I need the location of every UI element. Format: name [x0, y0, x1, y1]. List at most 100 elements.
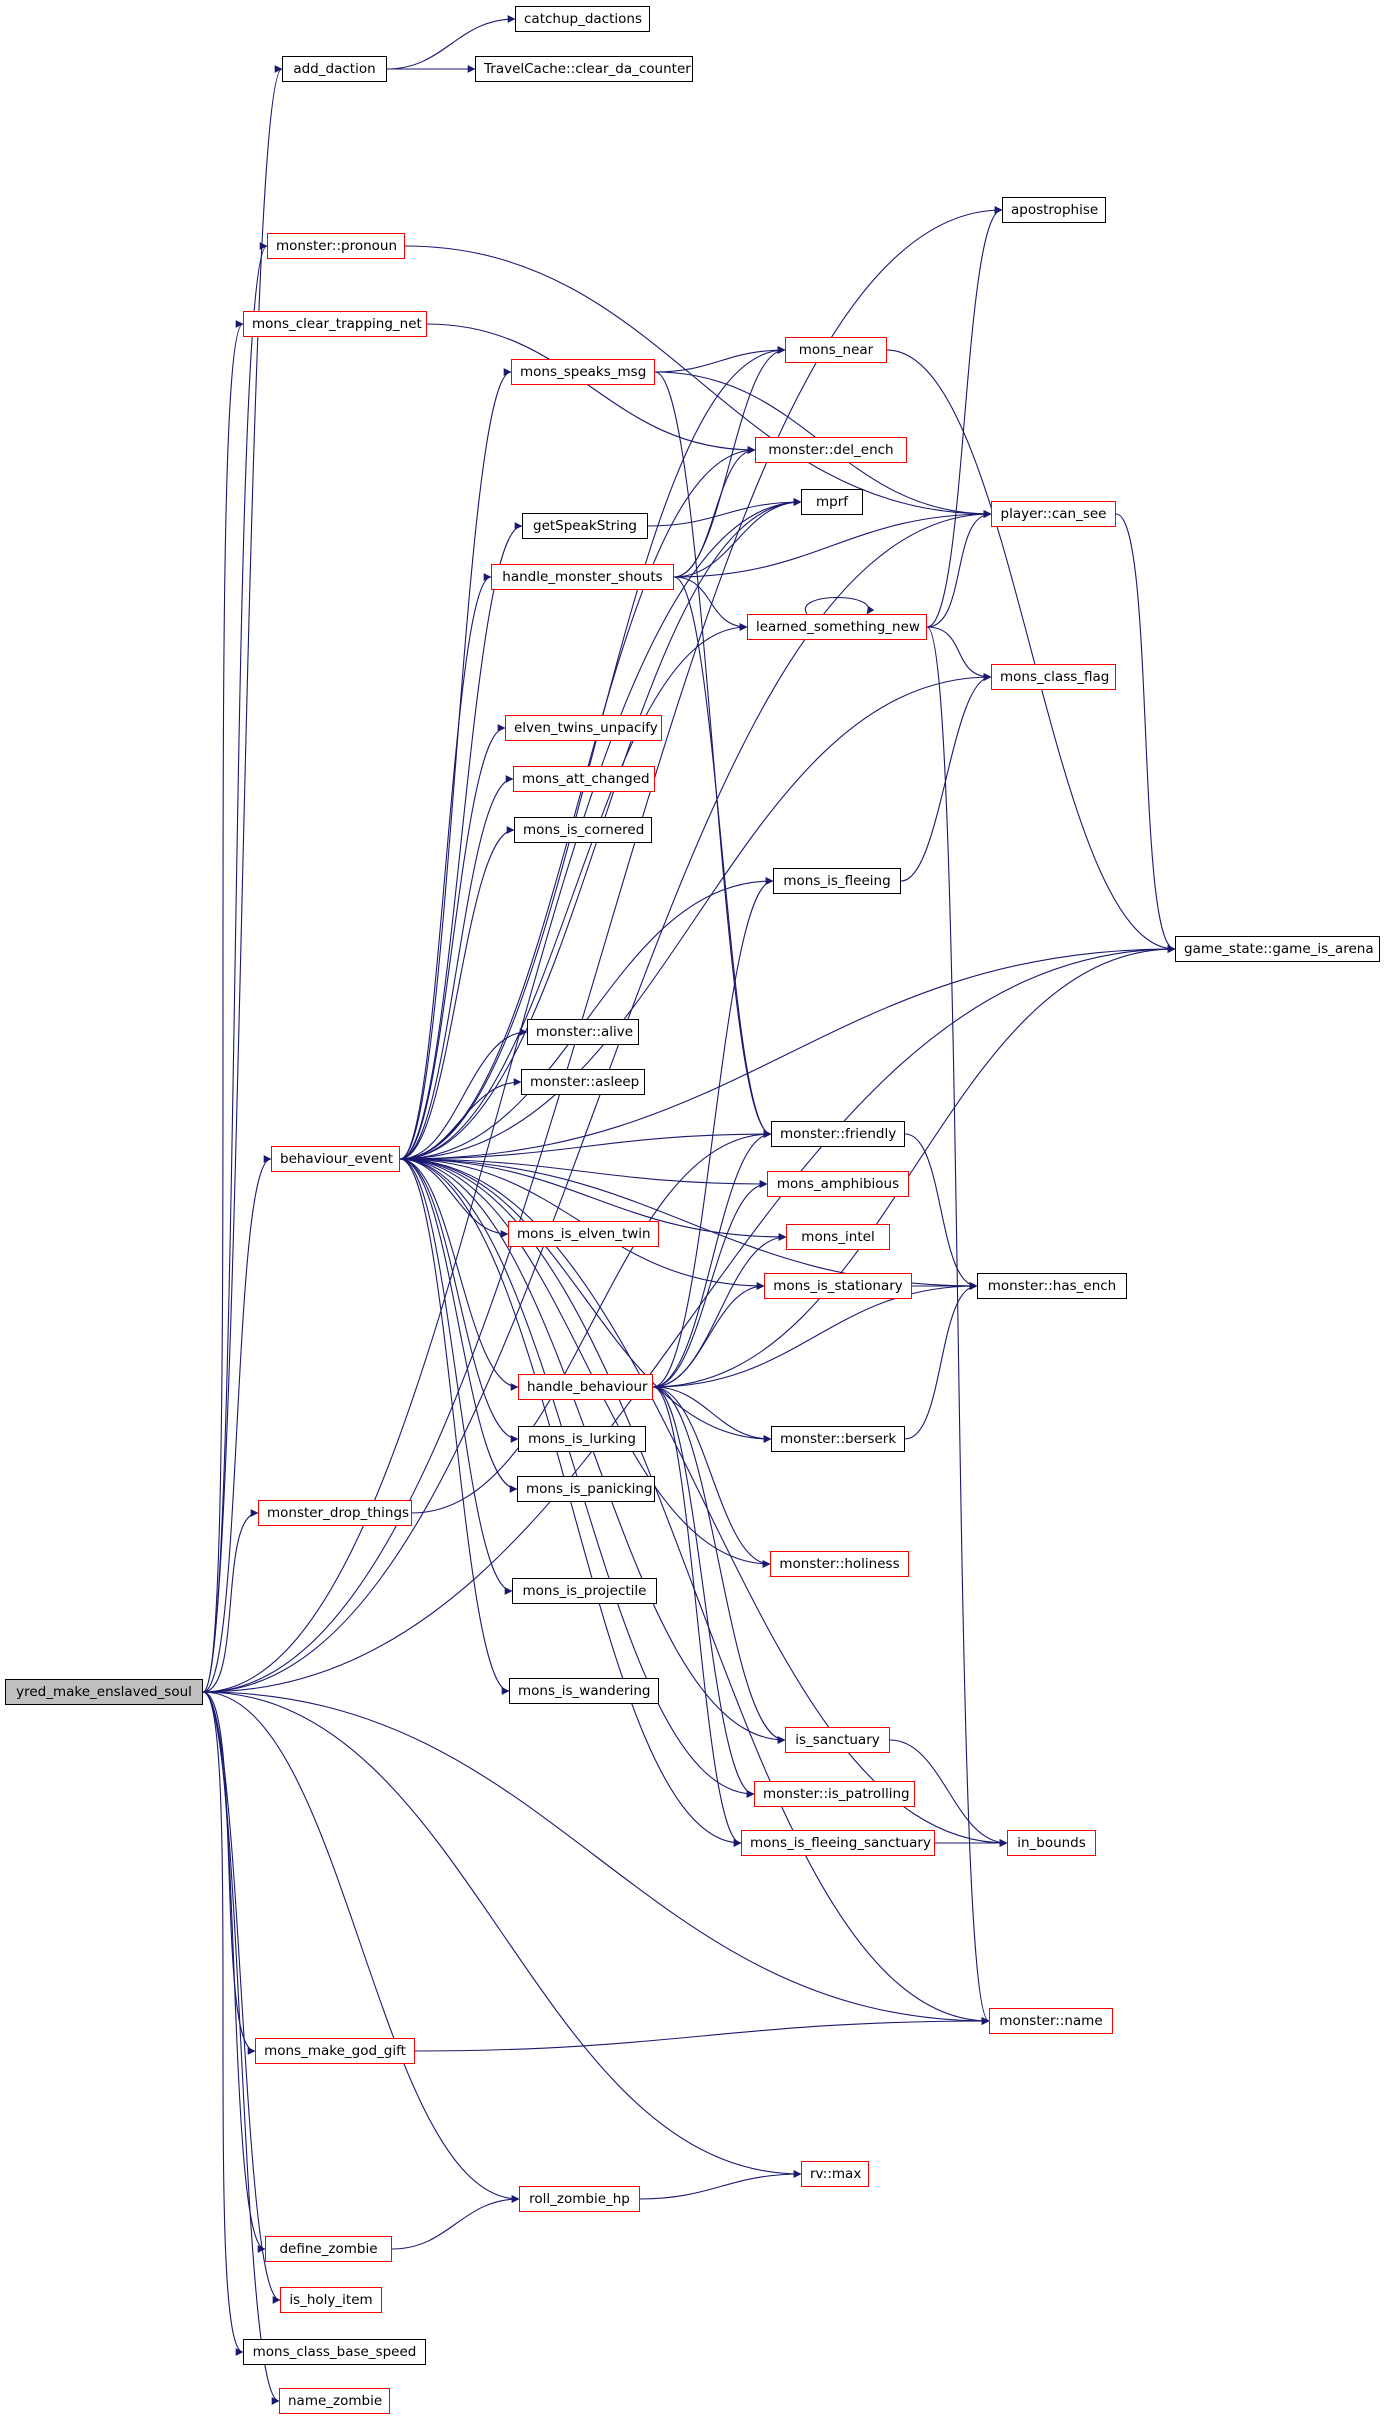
- node-monster-del-ench[interactable]: monster::del_ench: [755, 437, 907, 463]
- edge-behaviour-event-to-alive: [399, 1028, 528, 1160]
- node-monster-friendly[interactable]: monster::friendly: [771, 1121, 905, 1147]
- edge-yred-to-apostrophise: [202, 206, 1003, 1693]
- edge-is-sanctuary-to-in-bounds: [889, 1739, 1008, 1847]
- edge-handle-monster-shouts-to-mprf: [673, 498, 802, 578]
- node-player-can-see[interactable]: player::can_see: [991, 501, 1116, 527]
- node-mons-class-base-speed[interactable]: mons_class_base_speed: [243, 2339, 426, 2365]
- edge-learned-something-new-to-player-can-see: [926, 510, 992, 628]
- edge-behaviour-event-to-game-is-arena: [399, 945, 1176, 1160]
- edge-behaviour-event-to-mons-is-lurking: [399, 1158, 519, 1443]
- edge-handle-behaviour-to-mons-is-fleeing-sanctuary: [652, 1386, 742, 1847]
- edge-behaviour-event-to-mons-speaks-msg: [399, 368, 512, 1160]
- edge-behaviour-event-to-friendly: [399, 1130, 772, 1160]
- edge-yred-to-game-is-arena: [202, 945, 1176, 1693]
- edge-handle-behaviour-to-berserk: [652, 1386, 772, 1443]
- node-name-zombie[interactable]: name_zombie: [279, 2388, 390, 2414]
- node-mons-is-lurking[interactable]: mons_is_lurking: [518, 1426, 646, 1452]
- edge-behaviour-event-to-mons-amphibious: [399, 1158, 768, 1188]
- edge-learned-something-new-to-learned-something-new: [804, 596, 875, 615]
- node-catchup-dactions[interactable]: catchup_dactions: [515, 6, 650, 32]
- node-mons-is-wandering[interactable]: mons_is_wandering: [509, 1678, 659, 1704]
- node-monster-alive[interactable]: monster::alive: [527, 1019, 639, 1045]
- node-getspeakstring[interactable]: getSpeakString: [522, 513, 648, 539]
- node-mons-make-god-gift[interactable]: mons_make_god_gift: [255, 2038, 415, 2064]
- node-mons-att-changed[interactable]: mons_att_changed: [513, 766, 655, 792]
- edge-learned-something-new-to-mons-class-flag: [926, 626, 992, 681]
- edge-behaviour-event-to-getspeakstring: [399, 522, 523, 1160]
- node-monster-holiness[interactable]: monster::holiness: [770, 1551, 909, 1577]
- node-mons-is-cornered[interactable]: mons_is_cornered: [514, 817, 652, 843]
- edge-mons-near-to-game-is-arena: [886, 349, 1176, 953]
- node-monster-is-patrolling[interactable]: monster::is_patrolling: [754, 1781, 915, 1807]
- node-monster-has-ench[interactable]: monster::has_ench: [977, 1273, 1127, 1299]
- edge-handle-behaviour-to-mons-is-fleeing: [652, 877, 774, 1388]
- edge-getspeakstring-to-mprf: [647, 498, 802, 527]
- node-mons-near[interactable]: mons_near: [785, 337, 887, 363]
- node-is-sanctuary[interactable]: is_sanctuary: [785, 1727, 890, 1753]
- node-mons-is-projectile[interactable]: mons_is_projectile: [512, 1578, 657, 1604]
- node-mons-amphibious[interactable]: mons_amphibious: [767, 1171, 909, 1197]
- node-define-zombie[interactable]: define_zombie: [265, 2236, 392, 2262]
- edge-player-can-see-to-game-is-arena: [1115, 513, 1176, 953]
- edge-handle-behaviour-to-is-patrolling: [652, 1386, 755, 1798]
- node-mons-is-fleeing-sanctuary[interactable]: mons_is_fleeing_sanctuary: [741, 1830, 935, 1856]
- node-travelcache-clear-da-counter[interactable]: TravelCache::clear_da_counter: [475, 56, 693, 82]
- node-learned-something-new[interactable]: learned_something_new: [747, 614, 927, 640]
- node-add-daction[interactable]: add_daction: [282, 56, 387, 82]
- edge-mons-is-fleeing-to-mons-class-flag: [900, 673, 992, 882]
- edge-behaviour-event-to-mons-att-changed: [399, 775, 514, 1160]
- node-mons-clear-trapping-net[interactable]: mons_clear_trapping_net: [243, 311, 427, 337]
- node-monster-name[interactable]: monster::name: [989, 2008, 1113, 2034]
- node-mons-is-stationary[interactable]: mons_is_stationary: [764, 1273, 912, 1299]
- node-is-holy-item[interactable]: is_holy_item: [280, 2287, 382, 2313]
- edge-behaviour-event-to-handle-monster-shouts: [399, 573, 492, 1160]
- edge-behaviour-event-to-elven-twins-unpacify: [399, 724, 506, 1160]
- node-monster-pronoun[interactable]: monster::pronoun: [267, 233, 405, 259]
- node-rv-max[interactable]: rv::max: [801, 2161, 869, 2187]
- node-mons-is-fleeing[interactable]: mons_is_fleeing: [773, 868, 901, 894]
- edge-yred-to-mons-make-god-gift: [202, 1691, 256, 2055]
- edge-handle-behaviour-to-game-is-arena: [652, 945, 1176, 1388]
- edge-behaviour-event-to-asleep: [399, 1078, 522, 1160]
- node-mons-is-panicking[interactable]: mons_is_panicking: [517, 1476, 655, 1502]
- node-mons-is-elven-twin[interactable]: mons_is_elven_twin: [508, 1221, 659, 1247]
- edge-behaviour-event-to-mons-intel: [399, 1158, 787, 1241]
- node-game-state-game-is-arena[interactable]: game_state::game_is_arena: [1175, 936, 1380, 962]
- node-mons-class-flag[interactable]: mons_class_flag: [991, 664, 1116, 690]
- edge-learned-something-new-to-monster-name: [926, 626, 990, 2025]
- node-in-bounds[interactable]: in_bounds: [1007, 1830, 1096, 1856]
- edge-behaviour-event-to-holiness: [399, 1158, 771, 1568]
- edge-handle-monster-shouts-to-friendly: [673, 576, 772, 1138]
- node-monster-drop-things[interactable]: monster_drop_things: [258, 1500, 412, 1526]
- edge-behaviour-event-to-mons-is-elven-twin: [399, 1158, 509, 1238]
- node-behaviour-event[interactable]: behaviour_event: [271, 1146, 400, 1172]
- node-handle-behaviour[interactable]: handle_behaviour: [518, 1374, 653, 1400]
- edge-yred-to-is-holy-item: [202, 1691, 281, 2304]
- edge-behaviour-event-to-mons-is-projectile: [399, 1158, 513, 1595]
- edge-monster-drop-things-to-friendly: [411, 1130, 772, 1514]
- edge-behaviour-event-to-mons-class-flag: [399, 673, 992, 1160]
- node-mons-intel[interactable]: mons_intel: [786, 1224, 890, 1250]
- node-roll-zombie-hp[interactable]: roll_zombie_hp: [519, 2186, 640, 2212]
- node-apostrophise[interactable]: apostrophise: [1002, 197, 1106, 223]
- node-handle-monster-shouts[interactable]: handle_monster_shouts: [491, 564, 674, 590]
- edge-friendly-to-has-ench: [904, 1133, 978, 1290]
- edge-mons-clear-trapping-net-to-del-ench: [426, 323, 756, 454]
- edge-handle-behaviour-to-has-ench: [652, 1282, 978, 1388]
- node-monster-asleep[interactable]: monster::asleep: [521, 1069, 645, 1095]
- edge-roll-zombie-hp-to-rv-max: [639, 2170, 802, 2200]
- node-mons-speaks-msg[interactable]: mons_speaks_msg: [511, 359, 655, 385]
- node-monster-berserk[interactable]: monster::berserk: [771, 1426, 905, 1452]
- edge-yred-to-mprf: [202, 498, 802, 1693]
- edge-yred-to-rv-max: [202, 1691, 802, 2178]
- edge-mons-make-god-gift-to-monster-name: [414, 2017, 990, 2052]
- node-mprf[interactable]: mprf: [801, 489, 863, 515]
- edge-handle-behaviour-to-mons-is-stationary: [652, 1282, 765, 1388]
- edge-handle-behaviour-to-holiness: [652, 1386, 771, 1568]
- edge-yred-to-mons-class-base-speed: [202, 1691, 244, 2356]
- edge-learned-something-new-to-apostrophise: [926, 206, 1003, 628]
- node-elven-twins-unpacify[interactable]: elven_twins_unpacify: [505, 715, 662, 741]
- edge-handle-monster-shouts-to-learned-something-new: [673, 576, 748, 631]
- edge-yred-to-player-can-see: [202, 510, 992, 1693]
